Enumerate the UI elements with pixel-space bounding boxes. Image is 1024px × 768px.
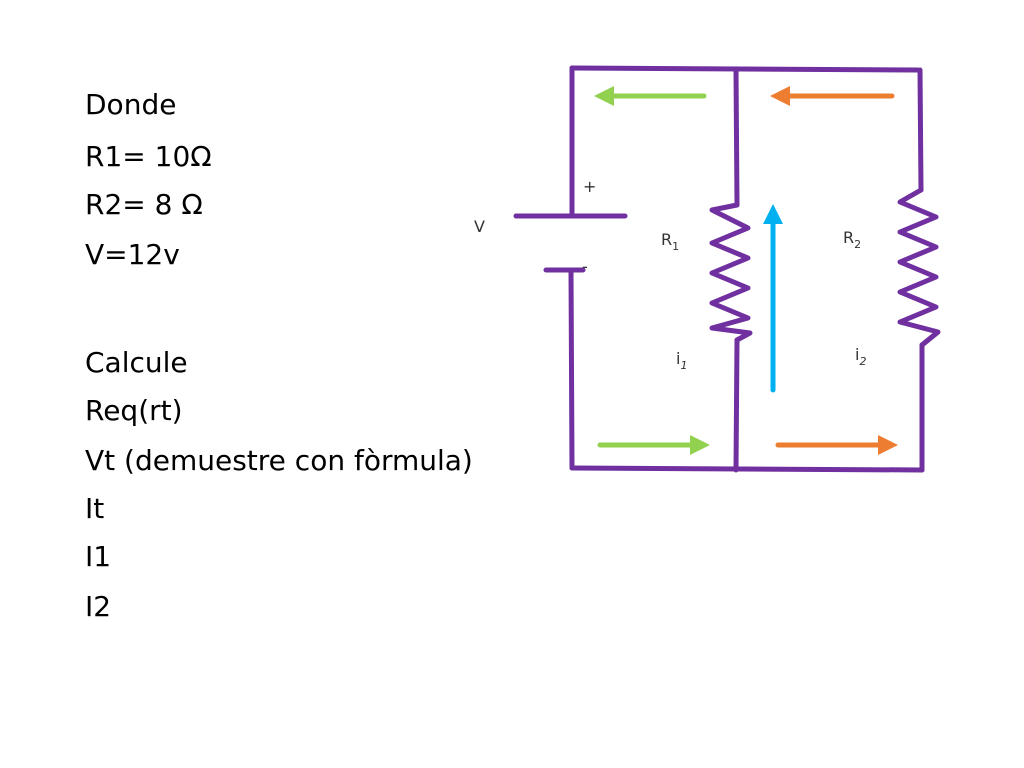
r1-label-base: R (661, 230, 672, 249)
r1-label-sub: 1 (672, 240, 679, 253)
task-item-req: Req(rt) (85, 394, 183, 427)
bottom-wire (569, 465, 925, 473)
middle-wire (733, 67, 740, 473)
r1-value: R1= 10Ω (85, 140, 212, 173)
r2-label-sub: 2 (854, 238, 861, 251)
right-wire (917, 67, 925, 473)
i2-label-sub: 2 (859, 355, 866, 368)
left-wire-lower (568, 267, 575, 471)
task-item-vt: Vt (demuestre con fòrmula) (85, 444, 473, 477)
task-heading: Calcule (85, 346, 188, 379)
i2-label-base: i (855, 345, 859, 364)
i2-label: i2 (855, 345, 866, 368)
minus-label: - (582, 257, 588, 276)
task-item-it: It (85, 492, 105, 525)
given-heading: Donde (85, 88, 177, 121)
source-label: V (474, 217, 485, 236)
top-wire (569, 65, 921, 73)
task-item-i1: I1 (85, 540, 112, 573)
task-item-i2: I2 (85, 590, 112, 623)
circuit-wires (513, 65, 941, 473)
i1-label-sub: 1 (680, 359, 687, 372)
i1-label: i1 (676, 349, 687, 372)
r1-label: R1 (661, 230, 679, 253)
resistor-r2 (897, 187, 941, 348)
voltage-value: V=12v (85, 238, 180, 271)
i1-label-base: i (676, 349, 680, 368)
r2-label-base: R (843, 228, 854, 247)
resistor-r1 (709, 202, 753, 343)
plus-label: + (583, 177, 596, 196)
r2-value: R2= 8 Ω (85, 188, 203, 221)
r2-label: R2 (843, 228, 861, 251)
